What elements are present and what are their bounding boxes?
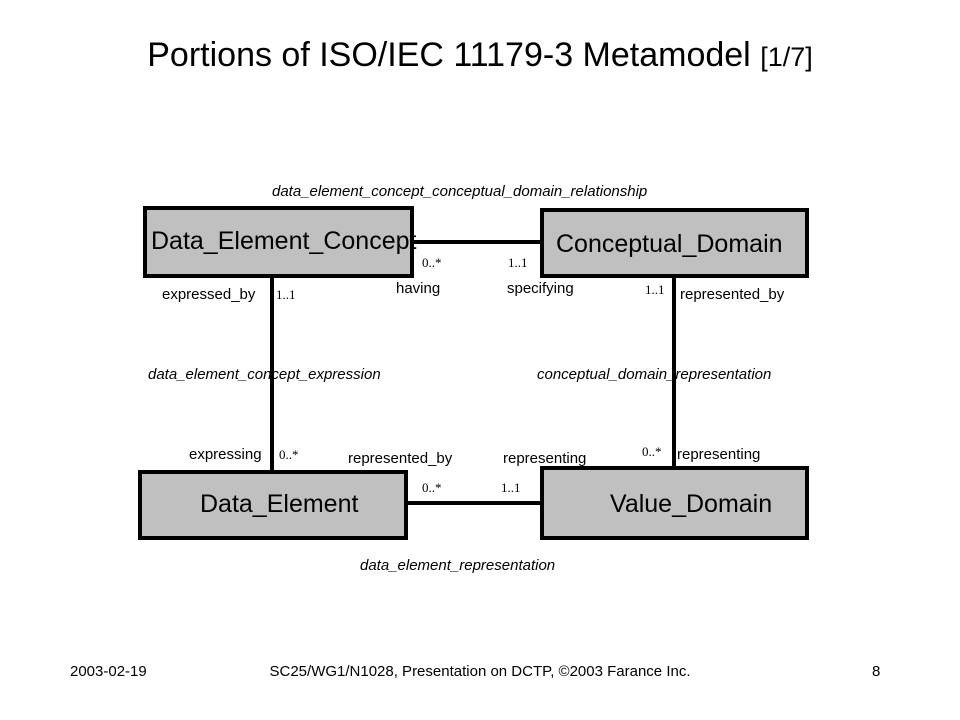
role-de-representing: representing [503,450,586,467]
class-label-value-domain: Value_Domain [610,490,772,518]
relationship-dec-expression: data_element_concept_expression [148,366,381,383]
footer-citation: SC25/WG1/N1028, Presentation on DCTP, ©2… [269,663,691,680]
role-cd-represented-by: represented_by [680,286,785,303]
mult-dec-cd-cd-end: 1..1 [508,255,528,270]
role-vd-representing: representing [677,446,760,463]
title-page-indicator: [1/7] [760,42,813,72]
class-value-domain[interactable]: Value_Domain [540,466,809,540]
mult-dec-cd-dec-end: 0..* [422,255,442,270]
title-main: Portions of ISO/IEC 11179-3 Metamodel [147,36,751,74]
footer-date: 2003-02-19 [70,663,147,680]
relationship-cd-representation: conceptual_domain_representation [537,366,771,383]
class-data-element-concept[interactable]: Data_Element_Concept [143,206,416,278]
mult-cd-rep-bottom: 0..* [642,444,662,459]
slide-title: Portions of ISO/IEC 11179-3 Metamodel [1… [0,36,960,75]
mult-de-rep-de-end: 0..* [422,480,442,495]
class-data-element[interactable]: Data_Element [138,470,408,540]
role-de-represented-by: represented_by [348,450,453,467]
role-having: having [396,280,440,297]
relationship-de-representation: data_element_representation [360,557,555,574]
mult-dec-expr-top: 1..1 [276,287,296,302]
role-expressing: expressing [189,446,262,463]
mult-de-rep-vd-end: 1..1 [501,480,521,495]
class-label-data-element: Data_Element [200,490,358,518]
footer-page-number: 8 [872,663,881,680]
class-conceptual-domain[interactable]: Conceptual_Domain [540,208,809,278]
role-expressed-by: expressed_by [162,286,256,303]
relationship-dec-cd: data_element_concept_conceptual_domain_r… [272,183,647,200]
mult-dec-expr-bottom: 0..* [279,447,299,462]
mult-cd-rep-top: 1..1 [645,282,665,297]
role-specifying: specifying [507,280,574,297]
class-label-data-element-concept: Data_Element_Concept [151,227,416,255]
class-label-conceptual-domain: Conceptual_Domain [556,230,783,258]
